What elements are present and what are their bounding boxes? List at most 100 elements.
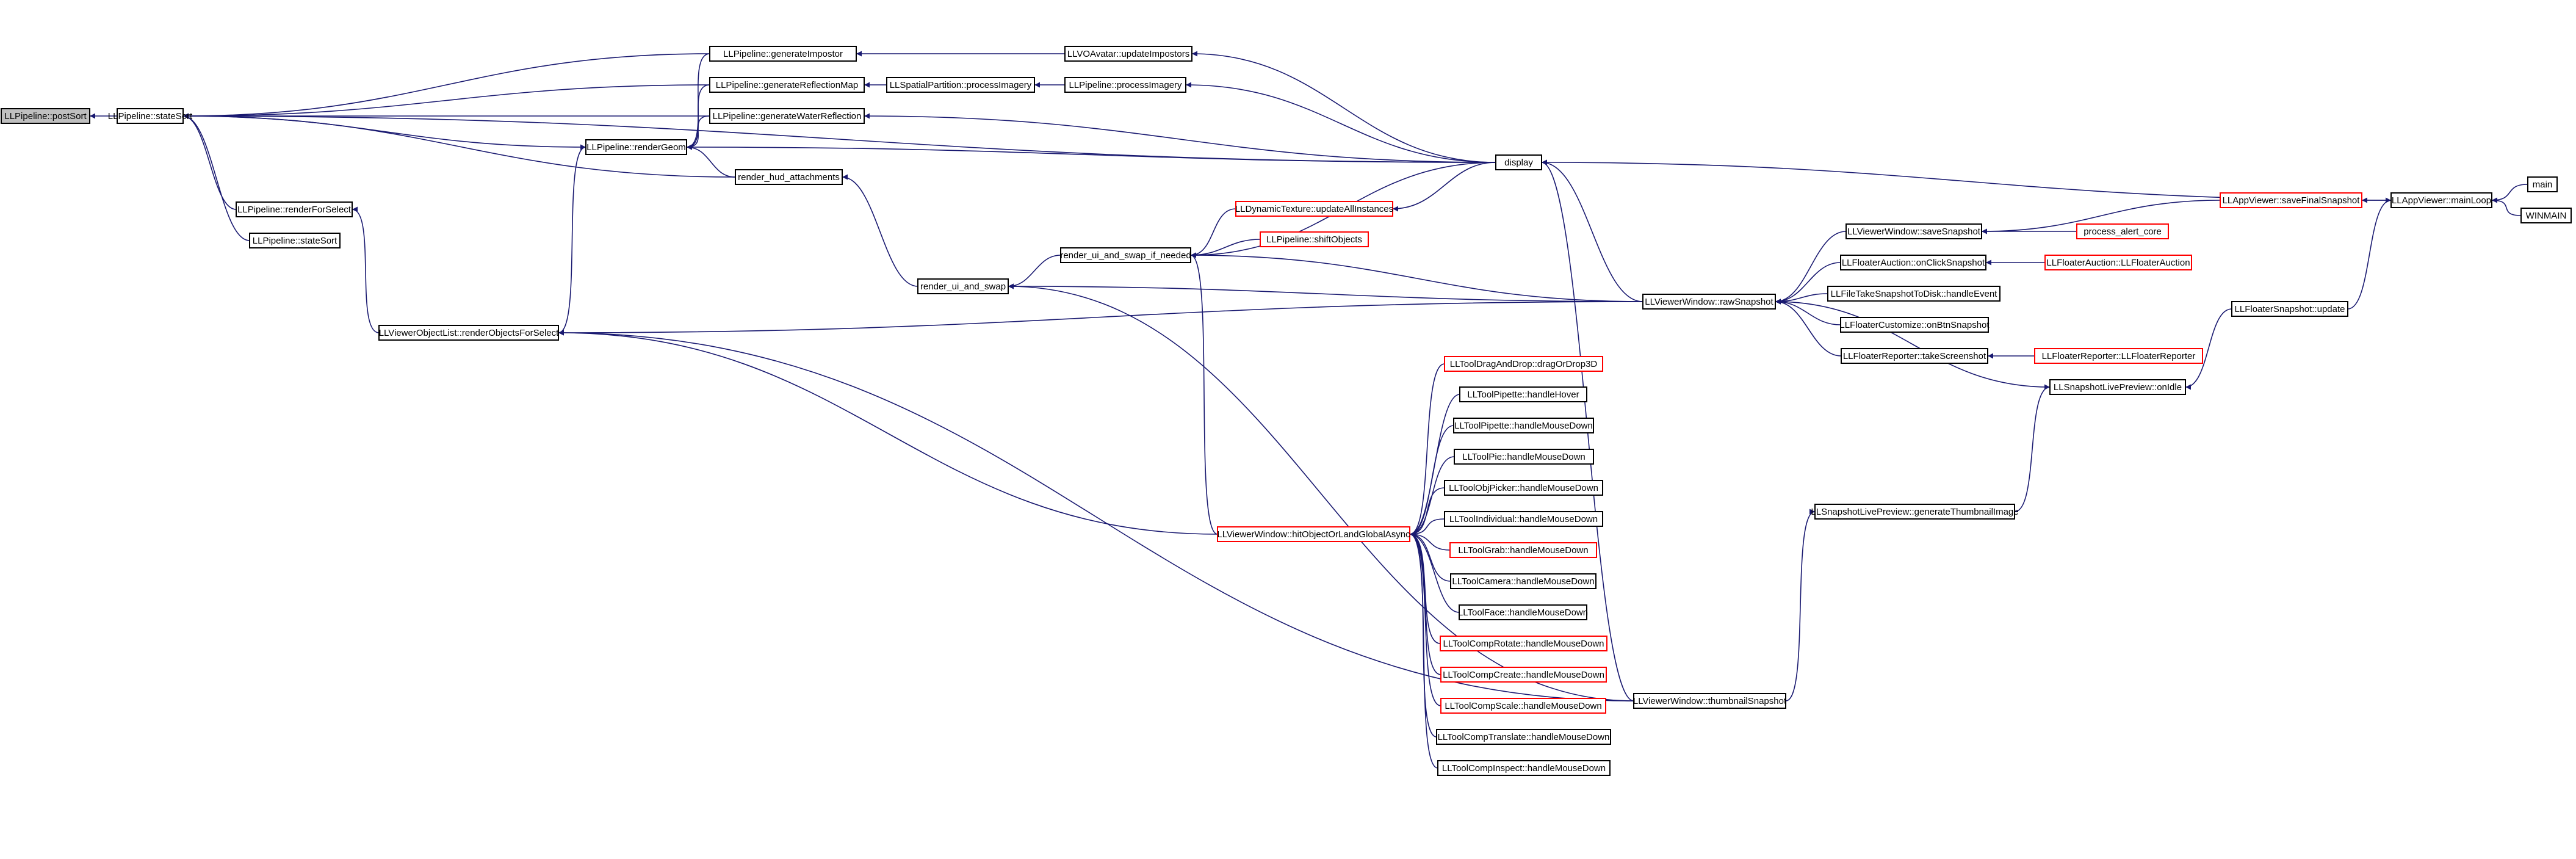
node-box (709, 46, 857, 62)
node-label: LLSnapshotLivePreview::onIdle (2054, 382, 2182, 393)
edge-tCompCreate-to-hitObj (1409, 531, 1441, 675)
node-fileTake[interactable]: LLFileTakeSnapshotToDisk::handleEvent (1827, 286, 2001, 302)
node-box (1064, 46, 1192, 62)
edge-renderGeom-to-stateSort1 (182, 113, 586, 148)
node-tCompRotate[interactable]: LLToolCompRotate::handleMouseDown (1440, 636, 1607, 651)
node-vovatar[interactable]: LLVOAvatar::updateImpostors (1064, 46, 1192, 62)
node-spatialProc[interactable]: LLSpatialPartition::processImagery (886, 77, 1035, 93)
node-label: process_alert_core (2084, 227, 2162, 237)
node-processAlert[interactable]: process_alert_core (2076, 223, 2169, 239)
node-box (1814, 504, 2015, 520)
node-stateSort1[interactable]: LLPipeline::stateSort (108, 108, 193, 124)
node-faOnClick[interactable]: LLFloaterAuction::onClickSnapshot (1840, 255, 1986, 270)
node-tCompCreate[interactable]: LLToolCompCreate::handleMouseDown (1440, 667, 1607, 683)
node-tIndividual[interactable]: LLToolIndividual::handleMouseDown (1444, 511, 1603, 527)
edge-rawSnapshot-to-renderUiSwapIf (1190, 252, 1643, 302)
node-box (117, 108, 184, 124)
edge-layer (90, 51, 2528, 769)
node-stateSort2[interactable]: LLPipeline::stateSort (249, 233, 341, 248)
node-winmain[interactable]: WINMAIN (2520, 208, 2572, 223)
node-genWaterReflection[interactable]: LLPipeline::generateWaterReflection (709, 108, 865, 124)
node-label: LLToolFace::handleMouseDown (1458, 607, 1588, 618)
node-frTake[interactable]: LLFloaterReporter::takeScreenshot (1841, 348, 1988, 364)
edge-renderHud-to-stateSort1 (182, 113, 736, 178)
edge-tDrag-to-hitObj (1409, 363, 1445, 537)
node-box (1827, 286, 2001, 302)
node-label: LLAppViewer::saveFinalSnapshot (2223, 195, 2361, 206)
node-label: LLFloaterCustomize::onBtnSnapshot (1839, 320, 1990, 330)
node-slpGenThumb[interactable]: LLSnapshotLivePreview::generateThumbnail… (1811, 504, 2019, 520)
node-genReflectionMap[interactable]: LLPipeline::generateReflectionMap (709, 77, 865, 93)
node-box (1444, 356, 1603, 372)
node-mainLoop[interactable]: LLAppViewer::mainLoop (2390, 192, 2492, 208)
node-tPipetteDown[interactable]: LLToolPipette::handleMouseDown (1453, 418, 1594, 433)
node-box (1454, 449, 1594, 465)
node-label: LLFileTakeSnapshotToDisk::handleEvent (1831, 289, 1997, 299)
edge-thumbSnapshot-to-renderObjForSelect (558, 330, 1634, 701)
node-box (1453, 418, 1594, 433)
node-box (1444, 511, 1603, 527)
node-label: LLPipeline::stateSort (108, 111, 193, 121)
edge-fsUpdate-to-mainLoop (2347, 197, 2392, 310)
node-generateImpostor[interactable]: LLPipeline::generateImpostor (709, 46, 857, 62)
node-renderUiSwapIf[interactable]: render_ui_and_swap_if_needed (1060, 247, 1191, 263)
edge-faOnClick-to-rawSnapshot (1775, 262, 1841, 305)
node-slpOnIdle[interactable]: LLSnapshotLivePreview::onIdle (2049, 379, 2186, 395)
edge-generateImpostor-to-stateSort1 (182, 53, 710, 119)
node-tObjPicker[interactable]: LLToolObjPicker::handleMouseDown (1444, 480, 1603, 496)
node-saveSnapshot[interactable]: LLViewerWindow::saveSnapshot (1845, 223, 1982, 239)
node-hitObj[interactable]: LLViewerWindow::hitObjectOrLandGlobalAsy… (1217, 526, 1410, 542)
edge-main-to-mainLoop (2491, 184, 2528, 203)
edge-tObjPicker-to-hitObj (1409, 487, 1445, 537)
node-box (1260, 231, 1369, 247)
node-label: LLToolCamera::handleMouseDown (1452, 576, 1594, 587)
node-tGrab[interactable]: LLToolGrab::handleMouseDown (1449, 542, 1597, 558)
node-box (2390, 192, 2492, 208)
node-tPipetteHover[interactable]: LLToolPipette::handleHover (1459, 386, 1587, 402)
edge-fcOnBtn-to-rawSnapshot (1775, 299, 1841, 325)
edge-display-to-genWaterReflection (864, 113, 1496, 163)
node-dynTex[interactable]: LLDynamicTexture::updateAllInstances (1235, 201, 1393, 217)
edge-genWaterReflection-to-renderGeom (686, 115, 710, 150)
node-renderObjForSelect[interactable]: LLViewerObjectList::renderObjectsForSele… (378, 325, 559, 341)
node-renderHud[interactable]: render_hud_attachments (735, 169, 843, 185)
node-renderGeom[interactable]: LLPipeline::renderGeom (585, 139, 687, 155)
node-box (1495, 154, 1542, 170)
edge-hitObj-to-renderUiSwapIf (1190, 252, 1218, 535)
node-label: LLToolCompTranslate::handleMouseDown (1438, 732, 1610, 742)
node-label: LLPipeline::processImagery (1069, 80, 1182, 90)
node-label: LLToolCompScale::handleMouseDown (1445, 701, 1601, 711)
node-fcOnBtn[interactable]: LLFloaterCustomize::onBtnSnapshot (1839, 317, 1990, 333)
node-box (2520, 208, 2572, 223)
node-thumbSnapshot[interactable]: LLViewerWindow::thumbnailSnapshot (1633, 693, 1787, 709)
node-renderUiSwap[interactable]: render_ui_and_swap (917, 278, 1009, 294)
node-main[interactable]: main (2527, 176, 2558, 192)
node-rawSnapshot[interactable]: LLViewerWindow::rawSnapshot (1642, 294, 1776, 310)
node-shiftObjects[interactable]: LLPipeline::shiftObjects (1260, 231, 1369, 247)
node-display[interactable]: display (1495, 154, 1542, 170)
node-tCompTranslate[interactable]: LLToolCompTranslate::handleMouseDown (1436, 729, 1611, 745)
node-tPie[interactable]: LLToolPie::handleMouseDown (1454, 449, 1594, 465)
edge-saveFinal-to-saveSnapshot (1981, 200, 2221, 234)
node-tFace[interactable]: LLToolFace::handleMouseDown (1458, 604, 1588, 620)
node-box (1217, 526, 1410, 542)
node-tDrag[interactable]: LLToolDragAndDrop::dragOrDrop3D (1444, 356, 1603, 372)
node-pipeProc[interactable]: LLPipeline::processImagery (1064, 77, 1186, 93)
node-postSort[interactable]: LLPipeline::postSort (1, 108, 90, 124)
node-box (236, 201, 353, 217)
node-faCtor[interactable]: LLFloaterAuction::LLFloaterAuction (2044, 255, 2192, 270)
node-box (2049, 379, 2186, 395)
edge-fsUpdate-to-slpOnIdle (2185, 308, 2232, 390)
node-saveFinal[interactable]: LLAppViewer::saveFinalSnapshot (2220, 192, 2362, 208)
node-tCompInspect[interactable]: LLToolCompInspect::handleMouseDown (1437, 760, 1611, 776)
node-renderForSelect[interactable]: LLPipeline::renderForSelect (236, 201, 353, 217)
node-tCamera[interactable]: LLToolCamera::handleMouseDown (1450, 573, 1596, 589)
node-tCompScale[interactable]: LLToolCompScale::handleMouseDown (1440, 698, 1606, 714)
node-box (1450, 573, 1596, 589)
edge-renderHud-to-renderGeom (686, 144, 736, 178)
node-fsUpdate[interactable]: LLFloaterSnapshot::update (2231, 301, 2348, 317)
node-box (1060, 247, 1191, 263)
node-label: render_hud_attachments (738, 172, 840, 183)
node-frCtor[interactable]: LLFloaterReporter::LLFloaterReporter (2034, 348, 2203, 364)
